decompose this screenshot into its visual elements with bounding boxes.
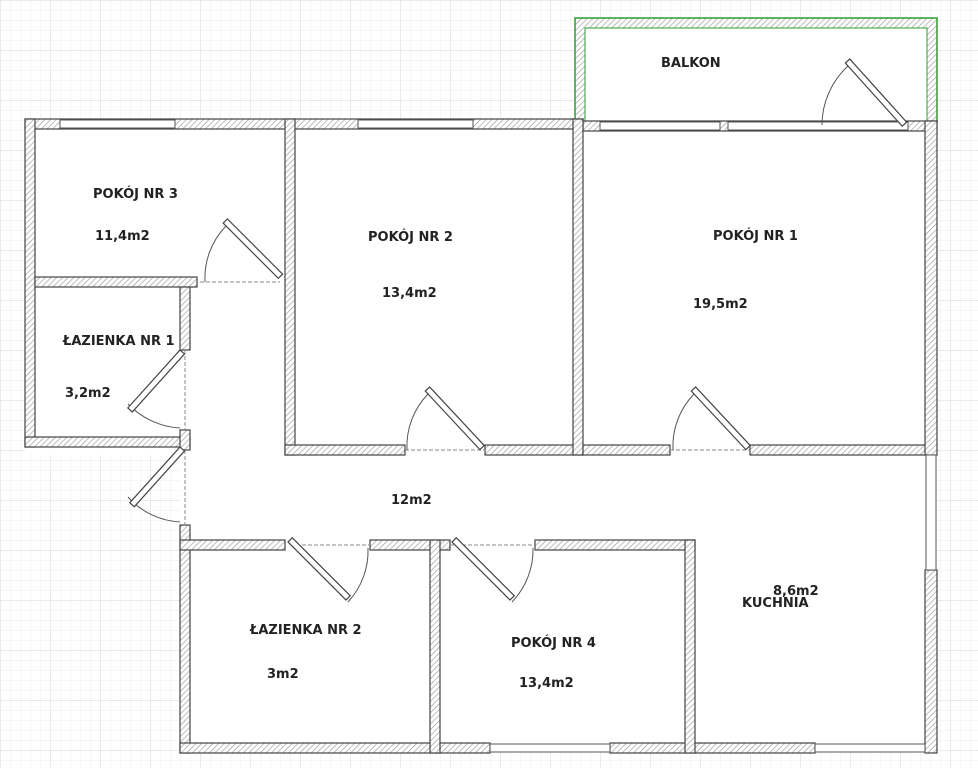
area-pokoj4: 13,4m2 <box>519 676 574 691</box>
window <box>727 121 909 131</box>
area-korytarz: 12m2 <box>391 493 432 508</box>
window <box>357 119 474 129</box>
room-labels: BALKON POKÓJ NR 3 11,4m2 POKÓJ NR 2 13,4… <box>62 56 819 691</box>
area-pokoj2: 13,4m2 <box>382 286 437 301</box>
area-kuchnia: 8,6m2 <box>773 584 819 599</box>
door-lazienka1[interactable] <box>126 349 186 430</box>
label-kuchnia: KUCHNIA <box>742 596 809 611</box>
door-pokoj4[interactable] <box>450 536 535 603</box>
floor-area <box>25 119 937 753</box>
door-pokoj1[interactable] <box>670 386 752 451</box>
window <box>925 454 937 571</box>
door-pokoj2[interactable] <box>405 386 486 451</box>
area-lazienka2: 3m2 <box>267 667 299 682</box>
windows <box>59 119 937 753</box>
doors <box>126 58 908 603</box>
label-lazienka2: ŁAZIENKA NR 2 <box>249 623 362 638</box>
area-pokoj1: 19,5m2 <box>693 297 748 312</box>
balcony <box>574 17 938 123</box>
door-pokoj3[interactable] <box>200 218 284 283</box>
window <box>599 121 721 131</box>
walls <box>24 118 938 754</box>
label-pokoj4: POKÓJ NR 4 <box>511 635 596 651</box>
area-pokoj3: 11,4m2 <box>95 229 150 244</box>
label-lazienka1: ŁAZIENKA NR 1 <box>62 334 175 349</box>
window <box>59 119 176 129</box>
window <box>489 743 611 753</box>
label-pokoj2: POKÓJ NR 2 <box>368 229 453 245</box>
door-balcony[interactable] <box>821 58 908 128</box>
label-pokoj3: POKÓJ NR 3 <box>93 186 178 202</box>
label-balkon: BALKON <box>661 56 721 71</box>
door-lazienka2[interactable] <box>287 536 370 603</box>
area-lazienka1: 3,2m2 <box>65 386 111 401</box>
door-hallway[interactable] <box>127 446 186 525</box>
label-pokoj1: POKÓJ NR 1 <box>713 228 798 244</box>
window <box>814 743 926 753</box>
